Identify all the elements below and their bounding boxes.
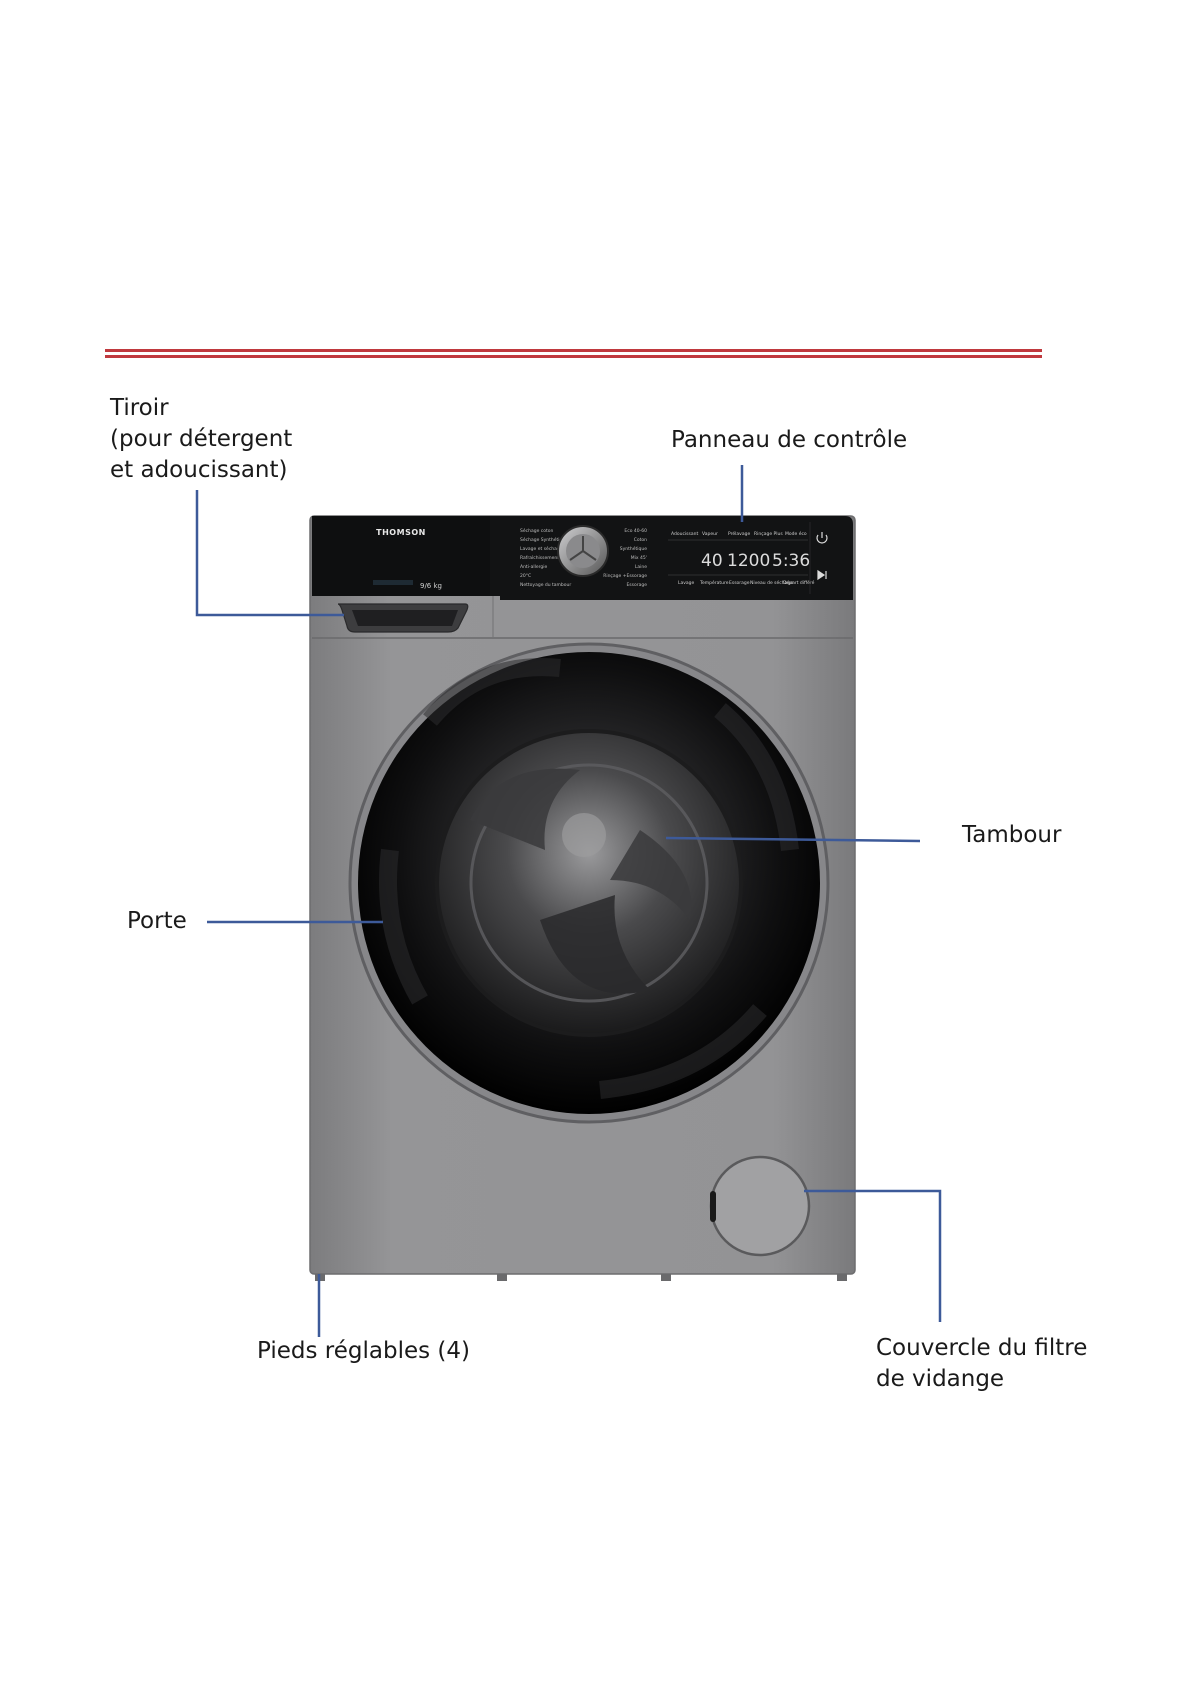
panel-button: Prélavage: [728, 530, 750, 537]
brand-logo: THOMSON: [376, 528, 426, 537]
program-item: Essorage: [626, 582, 647, 588]
label-feet: Pieds réglables (4): [257, 1336, 470, 1367]
program-item: Rinçage +Essorage: [603, 573, 647, 579]
drum-window: [437, 731, 741, 1035]
panel-button: Rinçage Plus: [754, 531, 783, 537]
panel-button: Essorage: [729, 580, 750, 586]
panel-button: Adoucissant: [671, 531, 698, 537]
adjustable-feet: [315, 1274, 847, 1281]
panel-button: Lavage: [678, 580, 695, 586]
label-control-panel: Panneau de contrôle: [671, 425, 907, 456]
panel-button: Température: [699, 579, 729, 586]
program-item: Anti-allergie: [520, 564, 547, 570]
lcd-display: 40 1200 5:36: [701, 551, 810, 571]
foot: [837, 1274, 847, 1281]
program-item: Mix 45': [631, 555, 647, 561]
panel-button: Mode éco: [785, 530, 807, 537]
drain-filter-cover: [711, 1157, 809, 1255]
foot: [497, 1274, 507, 1281]
foot: [661, 1274, 671, 1281]
program-item: Séchage coton: [520, 527, 554, 534]
filter-cover-slot: [710, 1191, 716, 1222]
program-item: Laine: [635, 564, 647, 570]
program-item: Coton: [634, 537, 647, 543]
display-time: 5:36: [772, 551, 810, 571]
program-item: Eco 40-60: [624, 528, 647, 534]
program-item: Synthétique: [620, 545, 647, 552]
program-item: Lavage et séchage: [520, 545, 563, 552]
label-drum: Tambour: [962, 820, 1061, 851]
program-item: 20°C: [520, 573, 531, 579]
label-filter-cover: Couvercle du filtre de vidange: [876, 1333, 1087, 1395]
display-temp: 40: [701, 551, 723, 571]
display-spin: 1200: [727, 551, 770, 571]
panel-top-buttons: Adoucissant Vapeur Prélavage Rinçage Plu…: [671, 530, 807, 537]
panel-button: Vapeur: [702, 531, 718, 537]
program-item: Nettoyage du tambour: [520, 582, 571, 588]
capacity-label: 9/6 kg: [420, 582, 442, 590]
label-door: Porte: [127, 906, 187, 937]
label-drawer: Tiroir (pour détergent et adoucissant): [110, 393, 292, 486]
program-item: Rafraîchissement: [520, 554, 559, 561]
capacity-dots: [373, 580, 413, 585]
